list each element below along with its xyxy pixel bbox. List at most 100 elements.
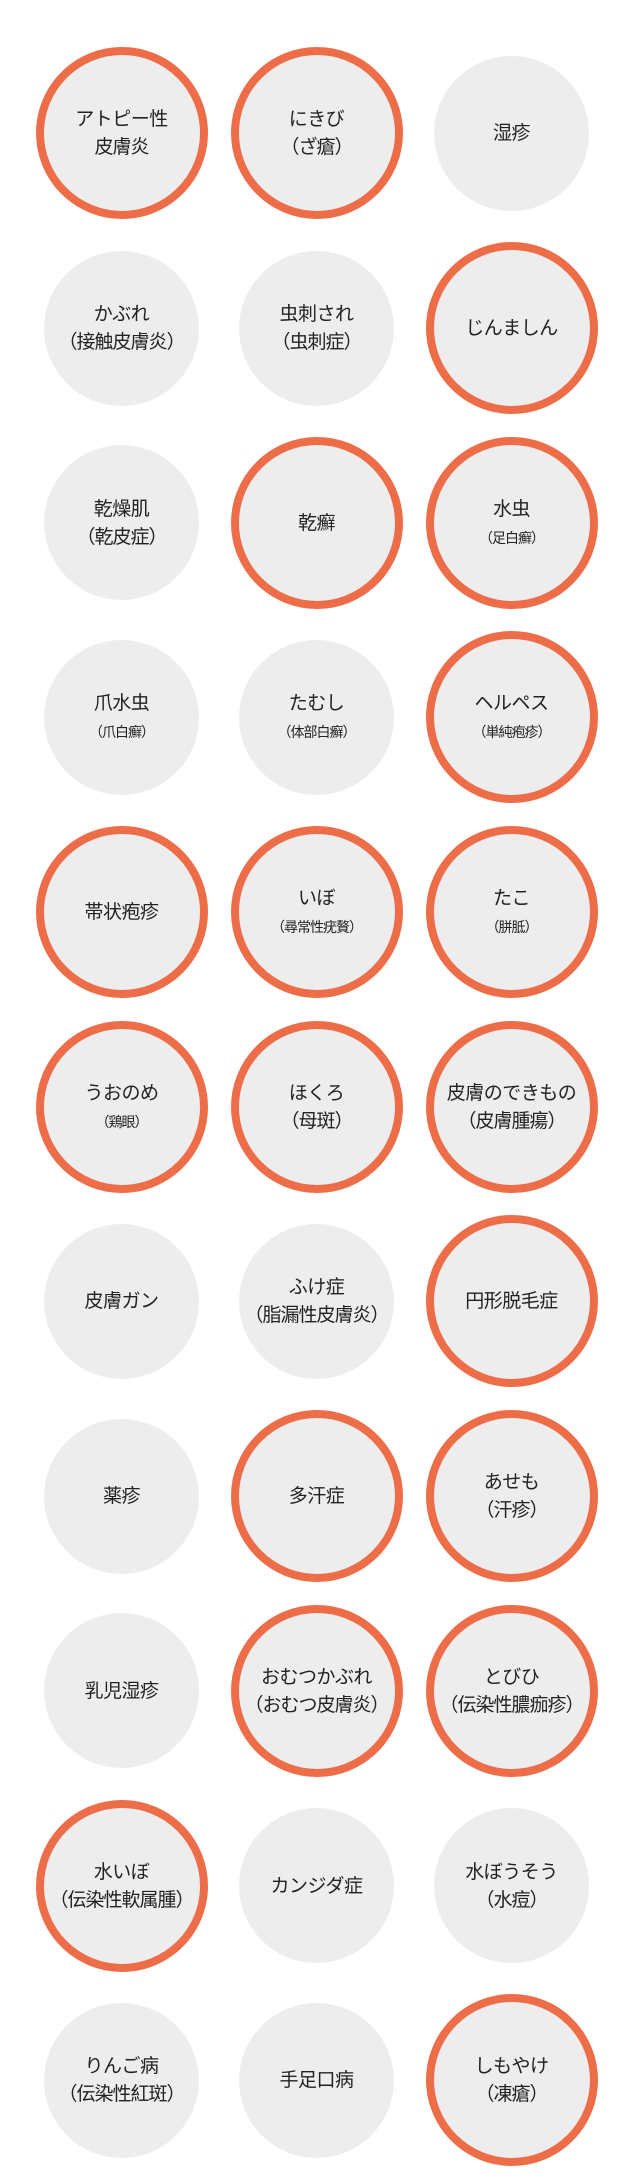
condition-subtitle: （伝染性軟属腫） <box>49 1888 194 1911</box>
grid-cell: 乳児湿疹 <box>24 1594 219 1789</box>
grid-cell: 帯状疱疹 <box>24 815 219 1010</box>
condition-button-selected[interactable]: しもやけ （凍瘡） <box>425 1994 598 2167</box>
grid-cell: しもやけ （凍瘡） <box>414 1983 609 2178</box>
condition-subtitle: （水痘） <box>475 1888 548 1911</box>
condition-subtitle: （尋常性疣贅） <box>271 920 363 937</box>
grid-cell: 水虫 （足白癬） <box>414 425 609 620</box>
condition-name: ふけ症 <box>288 1276 345 1299</box>
condition-button[interactable]: 乳児湿疹 <box>44 1613 199 1769</box>
condition-button-selected[interactable]: とびひ（伝染性膿痂疹） <box>425 1604 598 1777</box>
condition-name: たむし <box>288 692 345 715</box>
condition-button[interactable]: 虫刺され （虫刺症） <box>239 250 394 406</box>
grid-cell: 乾燥肌 （乾皮症） <box>24 425 219 620</box>
condition-button-selected[interactable]: にきび（ざ瘡） <box>230 47 403 220</box>
condition-button-selected[interactable]: 円形脱毛症 <box>425 1215 598 1388</box>
grid-cell: ふけ症 （脂漏性皮膚炎） <box>219 1204 414 1399</box>
condition-button-selected[interactable]: アトピー性皮膚炎 <box>35 47 208 220</box>
condition-button[interactable]: カンジダ症 <box>239 1808 394 1964</box>
condition-name: 皮膚ガン <box>84 1290 159 1313</box>
grid-cell: 多汗症 <box>219 1399 414 1594</box>
condition-button-selected[interactable]: 多汗症 <box>230 1410 403 1583</box>
condition-button-selected[interactable]: うおのめ（鶏眼） <box>35 1020 208 1193</box>
grid-cell: 水ぼうそう （水痘） <box>414 1788 609 1983</box>
grid-cell: じんましん <box>414 231 609 426</box>
condition-button[interactable]: 湿疹 <box>434 55 589 211</box>
condition-subtitle: （母斑） <box>280 1109 353 1132</box>
condition-button[interactable]: 皮膚ガン <box>44 1223 199 1379</box>
condition-name: 水虫 <box>492 497 531 520</box>
grid-cell: たこ（胼胝） <box>414 815 609 1010</box>
condition-name: じんましん <box>465 317 558 340</box>
grid-cell: アトピー性皮膚炎 <box>24 36 219 231</box>
condition-button-selected[interactable]: ヘルペス（単純疱疹） <box>425 631 598 804</box>
condition-button[interactable]: 乾燥肌 （乾皮症） <box>44 445 199 601</box>
grid-cell: 皮膚ガン <box>24 1204 219 1399</box>
condition-subtitle: （足白癬） <box>479 530 545 547</box>
grid-cell: 皮膚のできもの （皮膚腫瘍） <box>414 1009 609 1204</box>
condition-button-selected[interactable]: 乾癬 <box>230 436 403 609</box>
grid-cell: 水いぼ （伝染性軟属腫） <box>24 1788 219 1983</box>
grid-cell: いぼ （尋常性疣贅） <box>219 815 414 1010</box>
condition-subtitle: （汗疹） <box>475 1499 548 1522</box>
condition-button-selected[interactable]: あせも （汗疹） <box>425 1410 598 1583</box>
condition-name: アトピー性 <box>75 108 168 131</box>
grid-cell: 湿疹 <box>414 36 609 231</box>
condition-name: カンジダ症 <box>270 1874 363 1897</box>
grid-cell: にきび（ざ瘡） <box>219 36 414 231</box>
condition-button[interactable]: りんご病（伝染性紅斑） <box>44 2002 199 2158</box>
condition-button-selected[interactable]: 水虫 （足白癬） <box>425 436 598 609</box>
condition-subtitle: 皮膚炎 <box>94 136 149 159</box>
condition-name: 皮膚のできもの <box>446 1081 577 1104</box>
condition-button-selected[interactable]: じんましん <box>425 242 598 415</box>
condition-subtitle: （皮膚腫瘍） <box>457 1109 566 1132</box>
condition-name: 円形脱毛症 <box>465 1290 558 1313</box>
condition-name: 爪水虫 <box>93 692 150 715</box>
condition-grid: アトピー性皮膚炎にきび（ざ瘡）湿疹かぶれ（接触皮膚炎）虫刺され（虫刺症）じんまし… <box>24 36 609 2178</box>
condition-name: 手足口病 <box>279 2069 354 2092</box>
condition-subtitle: （ざ瘡） <box>280 136 353 159</box>
grid-cell: 虫刺され （虫刺症） <box>219 231 414 426</box>
grid-cell: あせも （汗疹） <box>414 1399 609 1594</box>
condition-subtitle: （虫刺症） <box>271 331 362 354</box>
condition-button[interactable]: ふけ症 （脂漏性皮膚炎） <box>239 1223 394 1379</box>
condition-name: とびひ <box>483 1665 540 1688</box>
condition-name: うおのめ <box>84 1081 159 1104</box>
condition-name: りんご病 <box>84 2055 159 2078</box>
condition-name: 薬疹 <box>102 1485 141 1508</box>
condition-button[interactable]: 爪水虫 （爪白癬） <box>44 639 199 795</box>
grid-cell: カンジダ症 <box>219 1788 414 1983</box>
condition-button-selected[interactable]: 皮膚のできもの （皮膚腫瘍） <box>425 1020 598 1193</box>
condition-name: 乳児湿疹 <box>84 1679 159 1702</box>
grid-cell: たむし （体部白癬） <box>219 620 414 815</box>
condition-subtitle: （爪白癬） <box>89 725 155 742</box>
condition-button[interactable]: 水ぼうそう （水痘） <box>434 1808 589 1964</box>
condition-button-selected[interactable]: いぼ （尋常性疣贅） <box>230 826 403 999</box>
condition-button-selected[interactable]: たこ（胼胝） <box>425 826 598 999</box>
condition-button[interactable]: たむし （体部白癬） <box>239 639 394 795</box>
condition-name: 乾燥肌 <box>93 497 150 520</box>
condition-button[interactable]: かぶれ（接触皮膚炎） <box>44 250 199 406</box>
condition-name: ヘルペス <box>474 692 549 715</box>
grid-cell: おむつかぶれ（おむつ皮膚炎） <box>219 1594 414 1789</box>
grid-cell: とびひ（伝染性膿痂疹） <box>414 1594 609 1789</box>
condition-subtitle: （凍瘡） <box>475 2083 548 2106</box>
condition-button[interactable]: 手足口病 <box>239 2002 394 2158</box>
condition-button-selected[interactable]: 水いぼ （伝染性軟属腫） <box>35 1799 208 1972</box>
condition-button-selected[interactable]: 帯状疱疹 <box>35 826 208 999</box>
condition-name: 水ぼうそう <box>465 1860 558 1883</box>
condition-name: 水いぼ <box>93 1860 150 1883</box>
grid-cell: ほくろ（母斑） <box>219 1009 414 1204</box>
condition-subtitle: （乾皮症） <box>76 525 167 548</box>
condition-subtitle: （接触皮膚炎） <box>58 331 185 354</box>
condition-button-selected[interactable]: おむつかぶれ（おむつ皮膚炎） <box>230 1604 403 1777</box>
condition-name: 帯状疱疹 <box>84 901 159 924</box>
condition-button-selected[interactable]: ほくろ（母斑） <box>230 1020 403 1193</box>
condition-name: あせも <box>483 1471 540 1494</box>
condition-name: 虫刺され <box>279 303 354 326</box>
grid-cell: かぶれ（接触皮膚炎） <box>24 231 219 426</box>
condition-button[interactable]: 薬疹 <box>44 1418 199 1574</box>
condition-subtitle: （体部白癬） <box>277 725 357 742</box>
condition-name: いぼ <box>297 887 336 910</box>
condition-name: しもやけ <box>474 2055 549 2078</box>
condition-subtitle: （脂漏性皮膚炎） <box>244 1304 389 1327</box>
